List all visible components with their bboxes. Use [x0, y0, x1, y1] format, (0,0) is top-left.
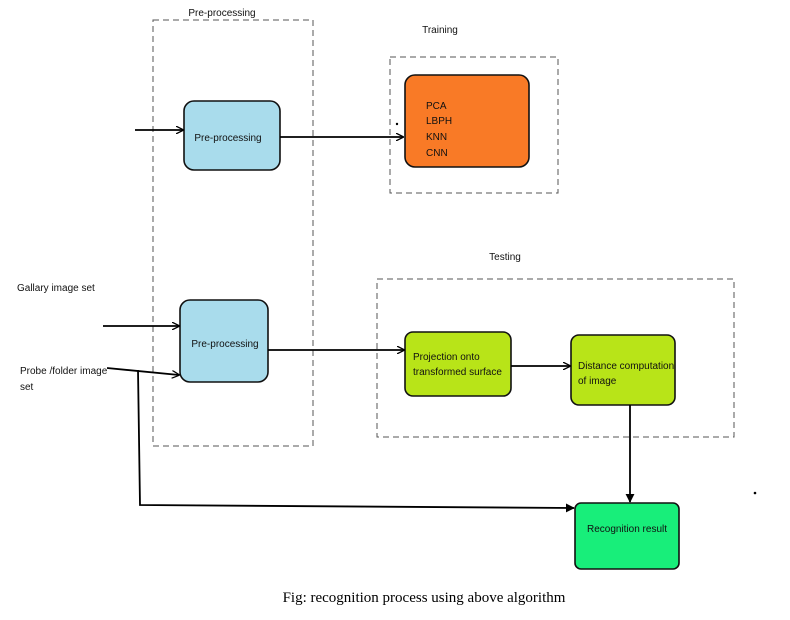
projection-box	[404, 331, 512, 397]
distance-node: Distance computation of image	[570, 334, 676, 406]
training-group-title: Training	[422, 25, 458, 36]
gallery-input-label: Gallary image set	[17, 283, 95, 294]
testing-group: Testing	[376, 252, 735, 438]
recognition-result-node: Recognition result	[574, 502, 680, 570]
preprocessing-group-title: Pre-processing	[188, 8, 255, 19]
training-group-border	[389, 56, 559, 194]
flow-arrows	[103, 130, 635, 513]
probe-input-label-line: Probe /folder image	[20, 366, 108, 377]
training-method-item: KNN	[426, 132, 447, 143]
distance-label-line: of image	[578, 376, 617, 387]
training-methods-node: PCA LBPH KNN CNN	[404, 74, 530, 168]
projection-label-line: transformed surface	[413, 367, 502, 378]
recognition-result-box	[574, 502, 680, 570]
training-method-item: LBPH	[426, 116, 452, 127]
training-methods-box	[404, 74, 530, 168]
testing-group-border	[376, 278, 735, 438]
probe-to-preprocessing-arrow	[106, 367, 179, 375]
figure-caption: Fig: recognition process using above alg…	[283, 590, 566, 606]
stray-dot	[753, 491, 757, 495]
preprocessing-node-top: Pre-processing	[183, 100, 281, 171]
training-method-item: CNN	[426, 148, 448, 159]
training-group: Training	[389, 25, 559, 194]
projection-label-line: Projection onto	[413, 352, 480, 363]
recognition-result-label: Recognition result	[587, 524, 667, 535]
preprocessing-node-top-box	[183, 100, 281, 171]
testing-group-title: Testing	[489, 252, 521, 263]
preprocessing-node-bottom: Pre-processing	[179, 299, 269, 383]
training-method-item: PCA	[426, 101, 447, 112]
probe-bypass-to-recognition-arrow	[137, 369, 575, 513]
preprocessing-node-bottom-box	[179, 299, 269, 383]
probe-input-label-line: set	[20, 382, 34, 393]
stray-dot	[395, 122, 399, 126]
distance-box	[570, 334, 676, 406]
preprocessing-node-top-label: Pre-processing	[194, 133, 261, 144]
distance-label-line: Distance computation	[578, 361, 674, 372]
preprocessing-group-border	[152, 19, 314, 447]
preprocessing-group: Pre-processing	[152, 8, 314, 447]
projection-node: Projection onto transformed surface	[404, 331, 512, 397]
preprocessing-node-bottom-label: Pre-processing	[191, 339, 258, 350]
